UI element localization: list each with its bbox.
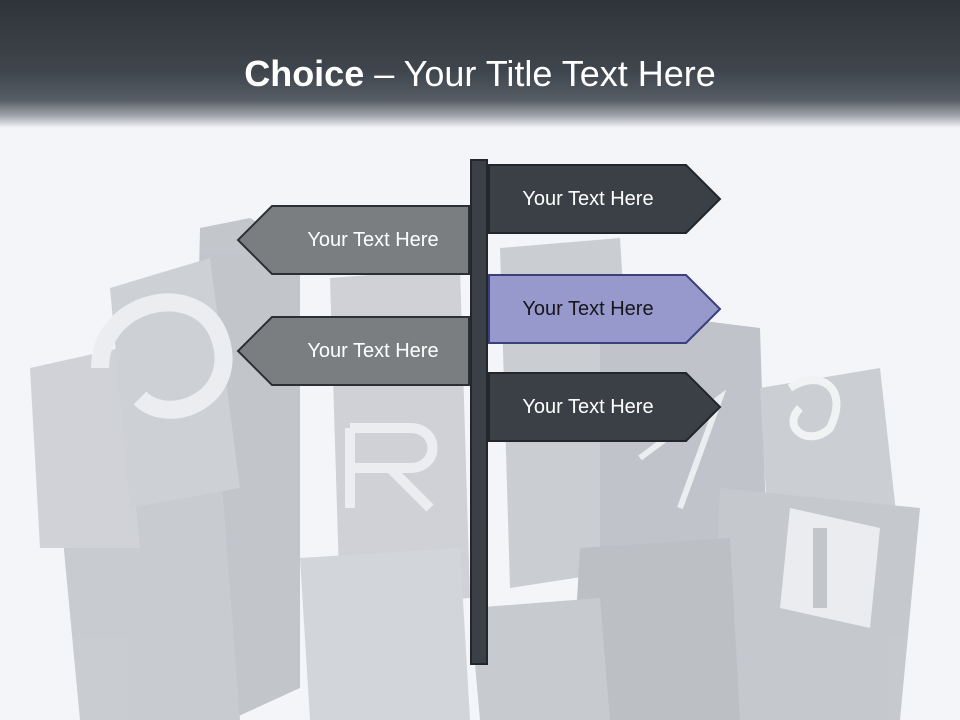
arrow-right-shape <box>488 164 722 234</box>
sign-left-1[interactable]: Your Text Here <box>236 205 470 275</box>
sign-right-1[interactable]: Your Text Here <box>488 164 722 234</box>
sign-label: Your Text Here <box>307 339 439 362</box>
sign-label: Your Text Here <box>522 187 654 210</box>
sign-label: Your Text Here <box>522 395 654 418</box>
title-emphasis: Choice <box>244 53 365 94</box>
title-separator: – <box>364 53 404 94</box>
arrow-left-shape <box>236 205 470 275</box>
metal-type-background-image <box>30 218 920 720</box>
arrow-right-shape <box>488 274 722 344</box>
arrow-left-shape <box>236 316 470 386</box>
sign-right-highlighted[interactable]: Your Text Here <box>488 274 722 344</box>
sign-label: Your Text Here <box>307 228 439 251</box>
arrow-right-shape <box>488 372 722 442</box>
sign-right-2[interactable]: Your Text Here <box>488 372 722 442</box>
slide-title: Choice – Your Title Text Here <box>0 52 960 96</box>
title-text: Your Title Text Here <box>403 53 716 94</box>
header-bar <box>0 0 960 128</box>
signpost-pole <box>470 159 488 665</box>
sign-left-2[interactable]: Your Text Here <box>236 316 470 386</box>
sign-label: Your Text Here <box>522 297 654 320</box>
